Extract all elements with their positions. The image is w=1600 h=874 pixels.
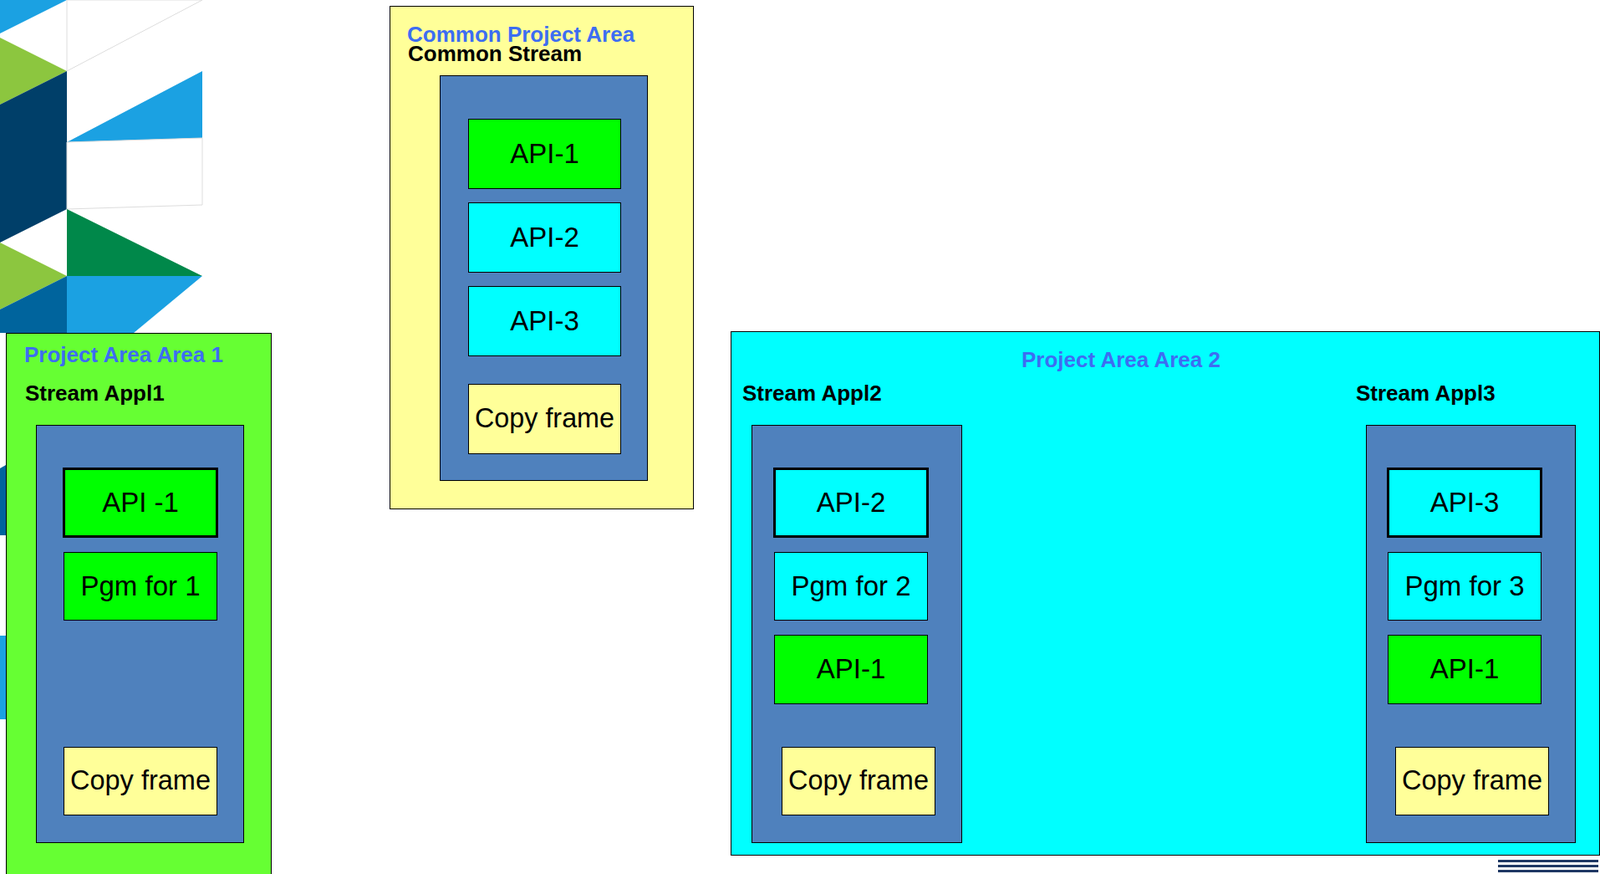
box-label: Pgm for 1 (80, 570, 200, 602)
stream-title: Stream Appl1 (25, 381, 165, 407)
area-title: Project Area Area 1 (24, 342, 224, 368)
box-label: API-1 (816, 653, 887, 684)
component-box: Pgm for 2 (774, 551, 928, 621)
stream-box: API-1API-2API-3Copy frameCommon Stream (439, 75, 648, 481)
component-box: API-1 (468, 118, 622, 189)
box-label: Pgm for 2 (790, 570, 911, 602)
stream-title: Stream Appl3 (1355, 381, 1496, 407)
box-label: API-1 (1430, 653, 1500, 684)
logo-stripes (1498, 859, 1599, 872)
component-box: Pgm for 1 (63, 551, 218, 621)
box-label: API -1 (101, 487, 179, 518)
box-label: API-3 (509, 305, 580, 337)
component-box: API-2 (468, 202, 622, 273)
component-box: API-1 (774, 634, 928, 704)
box-label: Copy frame (1401, 765, 1543, 796)
component-box: Copy frame (781, 746, 936, 816)
component-box: Copy frame (1395, 746, 1550, 816)
box-label: API-2 (509, 222, 580, 253)
area-title: Common Project Area (407, 22, 635, 48)
project-area: API-1API-2API-3Copy frameCommon StreamCo… (389, 5, 694, 510)
box-label: Copy frame (474, 403, 615, 434)
box-label: Copy frame (788, 765, 929, 796)
stream-box: API -1Pgm for 1Copy frameStream Appl1 (35, 424, 245, 843)
box-label: API-1 (509, 138, 580, 169)
project-area: API-2Pgm for 2 API-1Copy frame Stream Appl… (730, 331, 1600, 856)
box-label: Copy frame (70, 765, 211, 796)
stream-box: API-2Pgm for 2API-1Copy frameStream Appl… (751, 424, 963, 843)
component-box: API-2 (773, 467, 929, 538)
component-box: API-1 (1387, 634, 1542, 704)
box-label: Pgm for 3 (1404, 570, 1524, 602)
area-title: Project Area Area 2 (1021, 347, 1221, 373)
component-box: Copy frame (63, 746, 218, 816)
component-box: Pgm for 3 (1387, 551, 1542, 621)
component-box: Copy frame (468, 383, 622, 454)
component-box: API-3 (468, 285, 622, 357)
stream-box: API-3Pgm for 3API-1Copy frameStream Appl… (1365, 424, 1576, 843)
box-label: API-3 (1430, 487, 1500, 518)
stream-title: Stream Appl2 (742, 381, 882, 407)
component-box: API -1 (62, 467, 219, 538)
component-box: API-3 (1386, 467, 1543, 538)
box-label: API-2 (816, 487, 887, 518)
project-area: API -1 Pgm for 1 Copy frame Stream Appl1 Pro… (5, 332, 272, 874)
